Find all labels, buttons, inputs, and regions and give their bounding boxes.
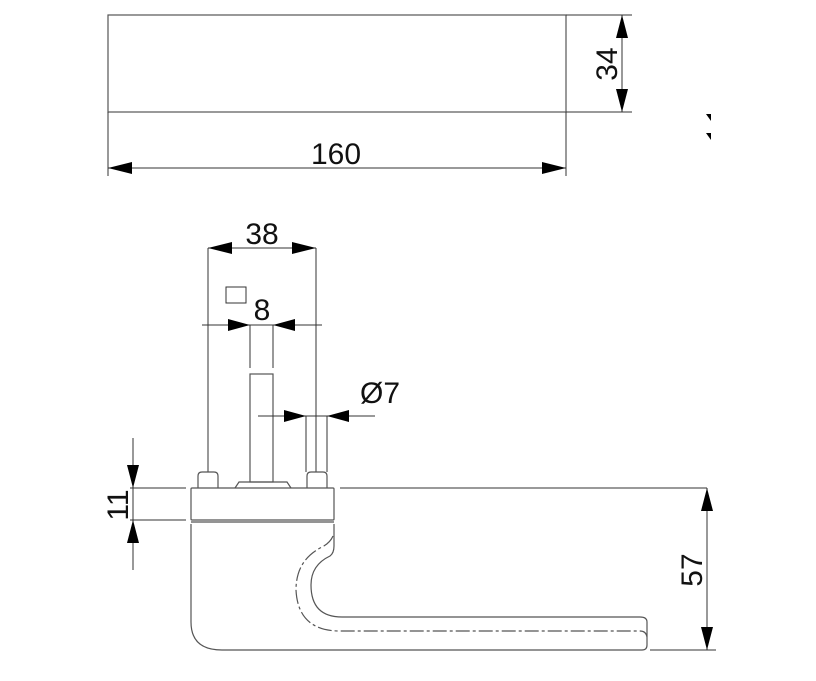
dimension-57-label: 57 (676, 553, 709, 586)
screw-post-left (197, 471, 219, 488)
square-symbol-icon (225, 286, 247, 304)
rose-top-view (107, 14, 567, 113)
screw-post-right (306, 471, 328, 488)
dimension-diameter-7: Ø7 (258, 377, 400, 472)
rose-side-view (190, 487, 335, 521)
dimension-8: 8 (202, 286, 322, 368)
dimension-11-label: 11 (102, 489, 135, 520)
spindle (249, 373, 274, 483)
spindle-boss (234, 481, 292, 489)
handle-hidden-line (295, 535, 648, 638)
handle-lever (190, 524, 648, 651)
dimension-diameter-7-label: Ø7 (360, 377, 400, 410)
dimension-160-label: 160 (311, 138, 361, 171)
dimension-57: 57 (650, 488, 716, 651)
dimension-11: 11 (102, 438, 707, 570)
mark (706, 133, 711, 140)
dimension-34-label: 34 (591, 47, 624, 80)
dimension-8-label: 8 (254, 294, 271, 327)
mark (706, 114, 711, 121)
dimension-38: 38 (207, 218, 317, 472)
dimension-38-label: 38 (245, 218, 278, 251)
dimension-34: 34 (566, 14, 632, 113)
dimension-160: 160 (107, 112, 567, 176)
